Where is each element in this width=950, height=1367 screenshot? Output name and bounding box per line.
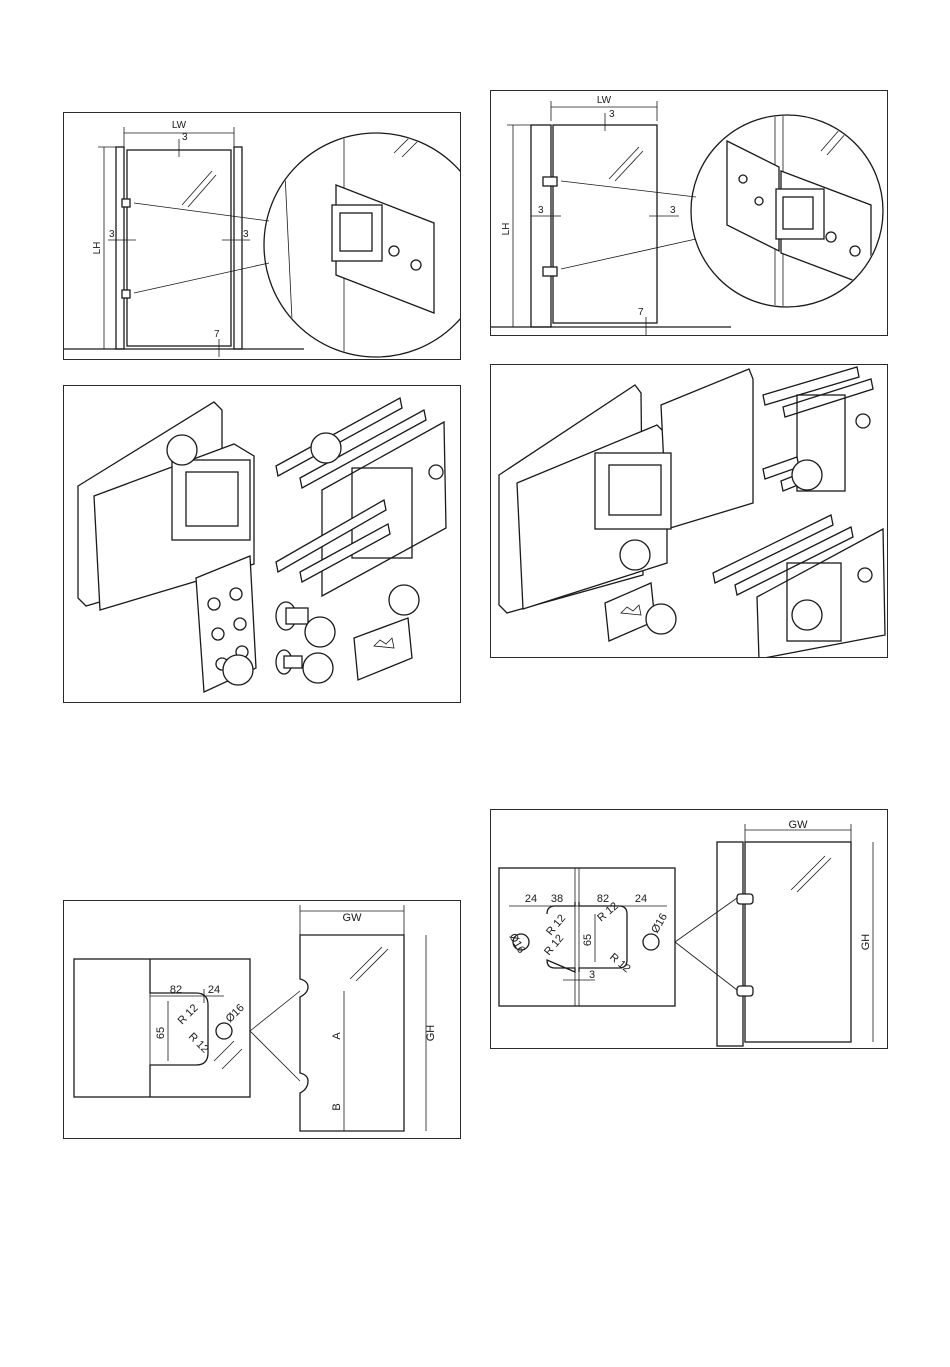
door-single-panel: LW 3 LH 3 3 7 (63, 112, 461, 360)
dim-24-left: 24 (525, 893, 537, 905)
dim-3: 3 (589, 969, 595, 981)
dim-24: 24 (208, 984, 220, 996)
glass-width-label: GW (343, 912, 363, 924)
glass-width-label: GW (789, 819, 809, 831)
gap-right-label-2: 3 (670, 205, 676, 216)
radius-1: R 12 (176, 1002, 201, 1027)
double-cutout-detail-box: 24 38 82 24 65 3 R 12 R 12 R 12 R 12 Ø16… (499, 868, 675, 1006)
glass-panel-outline: GW GH A B (300, 905, 437, 1131)
mounting-plate-icon (196, 556, 256, 692)
lh-label-2: LH (501, 223, 512, 236)
glass-clamp-plates-icon (276, 398, 446, 596)
door-double-panel: LW 3 LH 3 3 7 (490, 90, 888, 336)
dim-82: 82 (170, 984, 182, 996)
dim-82: 82 (597, 893, 609, 905)
cover-cap-icon (354, 585, 419, 680)
screw-icon (276, 602, 335, 647)
double-glass-panel-outline: GW GH (717, 819, 873, 1046)
radius-2: R 12 (186, 1031, 211, 1056)
glass-height-label: GH (425, 1025, 437, 1042)
diameter: Ø16 (224, 1002, 247, 1025)
dim-65: 65 (582, 934, 594, 946)
gap-bottom-label-2: 7 (638, 307, 644, 318)
gap-left-label-2: 3 (538, 205, 544, 216)
radius-bl: R 12 (542, 932, 566, 958)
parts-single-panel (63, 385, 461, 703)
dim-65: 65 (155, 1027, 167, 1039)
cutout-single-panel: 82 24 65 R 12 R 12 Ø16 GW GH A B (63, 900, 461, 1139)
lh-label: LH (92, 242, 103, 255)
span-b-label: B (331, 1103, 343, 1110)
glass-height-label: GH (860, 934, 872, 951)
dim-24-right: 24 (635, 893, 647, 905)
gap-left-label: 3 (109, 229, 115, 240)
cover-cap-icon (605, 583, 676, 641)
diameter-right: Ø16 (649, 911, 670, 935)
gap-right-label: 3 (243, 229, 249, 240)
span-a-label: A (331, 1032, 343, 1040)
glass-clamp-plates-icon-lower (713, 515, 885, 658)
glass-clamp-plates-icon-upper (763, 367, 873, 491)
glass-door-outline (127, 150, 231, 346)
double-hinge-detail-zoom (691, 111, 883, 311)
lw-label: LW (172, 120, 187, 131)
screw-icon-2 (276, 650, 333, 683)
dim-38: 38 (551, 893, 563, 905)
gap-top-label-2: 3 (609, 109, 615, 120)
lw-label-2: LW (597, 95, 612, 106)
radius-br: R 12 (607, 951, 633, 975)
gap-top-label: 3 (182, 132, 188, 143)
hinge-detail-zoom (264, 123, 461, 360)
cutout-double-panel: 24 38 82 24 65 3 R 12 R 12 R 12 R 12 Ø16… (490, 809, 888, 1049)
gap-bottom-label: 7 (214, 329, 220, 340)
cutout-detail-box: 82 24 65 R 12 R 12 Ø16 (74, 959, 250, 1097)
glass-door-outline-2 (553, 125, 657, 323)
parts-double-panel (490, 364, 888, 658)
